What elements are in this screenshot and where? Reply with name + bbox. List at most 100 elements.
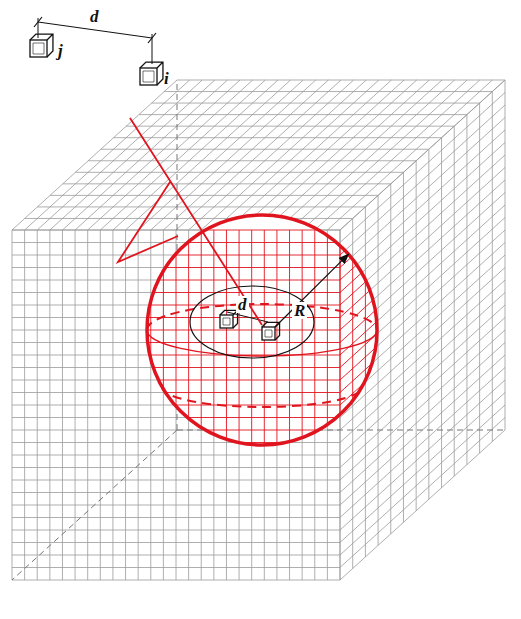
lower-ring	[162, 387, 362, 407]
grid-line	[25, 80, 190, 230]
sphere-grid-line	[340, 180, 505, 330]
grid-line	[37, 206, 365, 207]
grid-line	[214, 80, 379, 230]
sphere-grid-line	[340, 155, 505, 305]
grid-line	[12, 230, 340, 231]
grid-line	[340, 230, 341, 580]
grid-line	[12, 492, 340, 493]
sphere-grid-line	[340, 430, 505, 580]
grid-line	[378, 195, 379, 545]
sphere-grid-line	[12, 280, 340, 281]
sphere-grid-line	[352, 218, 353, 568]
inner-detail	[190, 254, 348, 358]
sphere-grid-line	[441, 138, 442, 488]
grid-line	[12, 330, 340, 331]
sphere-grid-line	[12, 292, 340, 293]
sphere-grid-line	[340, 80, 505, 230]
grid-line	[75, 80, 240, 230]
grid-line	[12, 80, 177, 230]
grid-line	[327, 80, 492, 230]
sphere-grid-line	[12, 467, 340, 468]
sphere-grid-line	[12, 492, 340, 493]
sphere-grid-line	[12, 530, 340, 531]
grid-line	[340, 168, 505, 318]
grid-line	[62, 80, 227, 230]
sphere-grid-line	[340, 168, 505, 318]
grid-line	[100, 80, 265, 230]
sphere-grid-line	[62, 230, 63, 580]
grid-line	[126, 126, 454, 127]
sphere-grid-line	[87, 230, 88, 580]
grid-line	[340, 230, 341, 580]
grid-line	[126, 80, 291, 230]
sphere-grid-line	[49, 230, 50, 580]
sphere-grid-line	[75, 230, 76, 580]
grid-line	[315, 80, 480, 230]
grid-line	[12, 555, 340, 556]
sphere-grid-line	[340, 330, 505, 480]
grid-line	[12, 467, 340, 468]
grid-line	[416, 161, 417, 511]
sphere-grid-line	[340, 118, 505, 268]
grid-line	[12, 267, 340, 268]
sphere-grid-line	[416, 161, 417, 511]
sphere-grid-line	[340, 355, 505, 505]
sphere-grid-line	[12, 392, 340, 393]
grid-line	[340, 380, 505, 530]
grid-line	[340, 393, 505, 543]
sphere-grid-line	[12, 567, 340, 568]
grid-line	[277, 80, 442, 230]
sphere-grid-line	[125, 230, 126, 580]
grid-line	[25, 218, 353, 219]
grid-line	[12, 242, 340, 243]
grid-line	[340, 93, 505, 243]
grid-line	[340, 80, 505, 230]
sphere-grid-line	[12, 230, 340, 231]
sphere-grid-line	[12, 430, 340, 431]
grid-line	[290, 80, 455, 230]
grid-line	[441, 138, 442, 488]
callout-leader	[118, 118, 262, 325]
sphere-grid-line	[479, 103, 480, 453]
grid-line	[152, 103, 480, 104]
inset	[30, 17, 262, 325]
grid-line	[12, 417, 340, 418]
grid-line	[50, 80, 215, 230]
grid-line	[428, 149, 429, 499]
sphere-grid-line	[340, 193, 505, 343]
sphere-grid-line	[340, 230, 505, 380]
grid-line	[12, 317, 340, 318]
sphere-grid-line	[12, 367, 340, 368]
grid-line	[176, 80, 341, 230]
grid-line	[403, 172, 404, 522]
sphere-grid-line	[12, 230, 13, 580]
cell-label: i	[162, 70, 171, 87]
sphere-grid-line	[12, 580, 340, 581]
sphere-grid-line	[100, 230, 101, 580]
grid-line	[340, 105, 505, 255]
grid-line	[264, 80, 429, 230]
grid-line	[352, 218, 353, 568]
distance-line	[227, 312, 268, 322]
grid-line	[12, 342, 340, 343]
hidden-edge	[12, 430, 177, 580]
sphere-grid-line	[12, 267, 340, 268]
sphere-grid-line	[340, 343, 505, 493]
grid-line	[12, 480, 340, 481]
sphere-grid-line	[340, 105, 505, 255]
sphere-grid-line	[12, 380, 340, 381]
sphere-grid-line	[492, 92, 493, 442]
sphere-grid-line	[454, 126, 455, 476]
grid-line	[12, 530, 340, 531]
grid-line	[12, 380, 340, 381]
sphere-grid-line	[12, 505, 340, 506]
grid-line	[340, 405, 505, 555]
grid-line	[201, 80, 366, 230]
sphere-grid-line	[24, 230, 25, 580]
sphere-outline	[147, 215, 377, 445]
sphere-grid-line	[37, 230, 38, 580]
grid-line	[302, 80, 467, 230]
sphere-grid-line	[12, 555, 340, 556]
